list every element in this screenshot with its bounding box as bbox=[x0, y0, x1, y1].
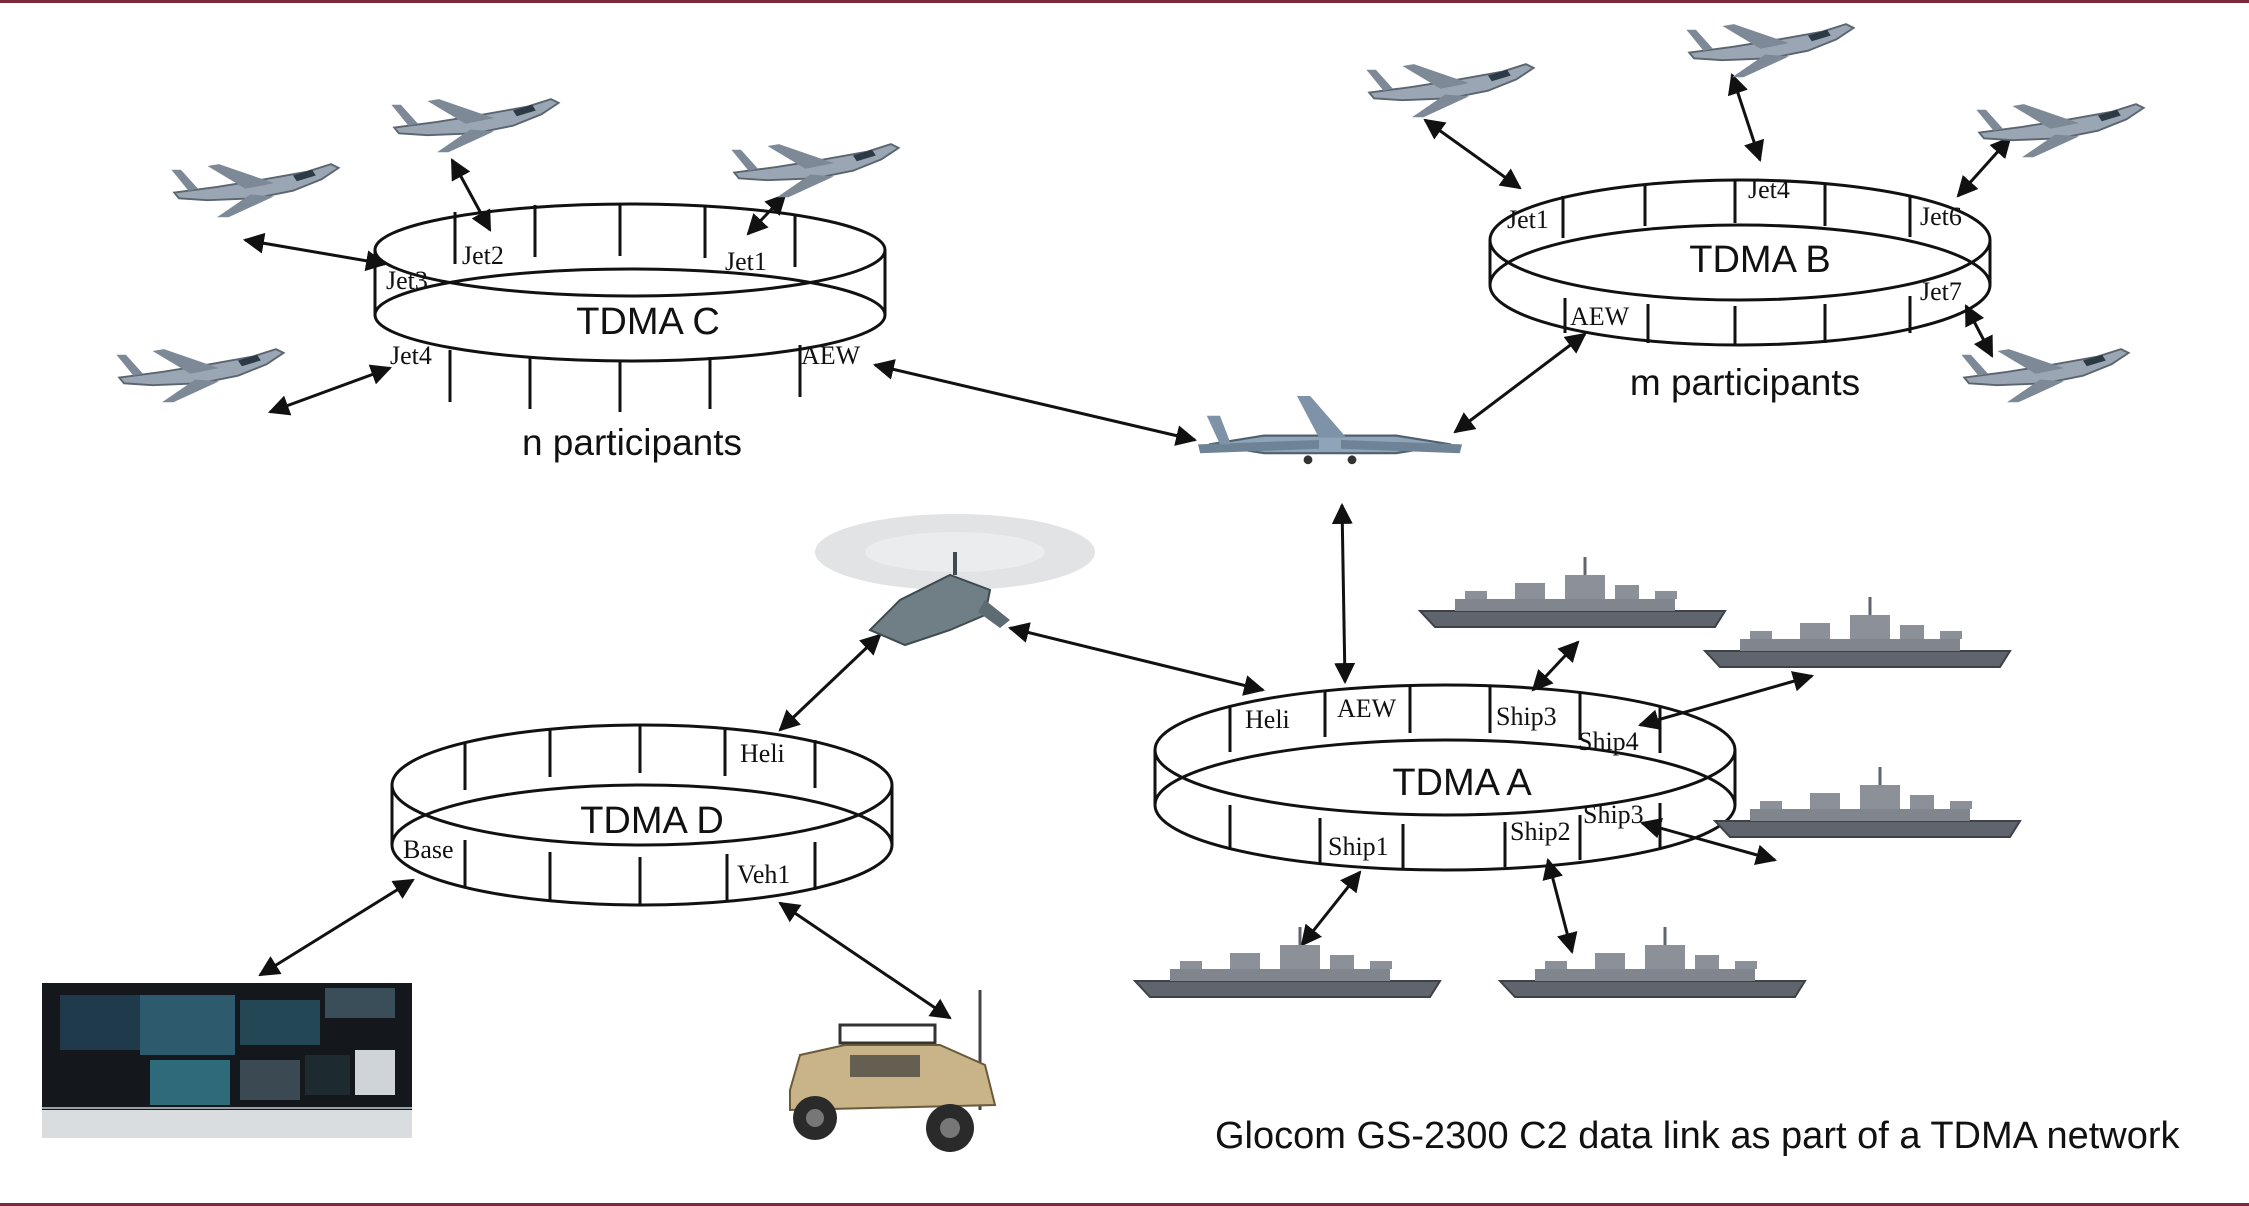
humvee-icon bbox=[789, 990, 997, 1152]
tdma-d-ring: TDMA D Heli Base Veh1 bbox=[390, 723, 894, 907]
tdma-c-slot-jet2: Jet2 bbox=[462, 241, 504, 270]
tdma-a-slot-ship1: Ship1 bbox=[1328, 832, 1389, 861]
tdma-a-slot-ship3-top: Ship3 bbox=[1496, 702, 1557, 731]
helicopter-icon bbox=[815, 514, 1095, 647]
tdma-a-slot-aew: AEW bbox=[1337, 694, 1397, 723]
link-arrows bbox=[242, 73, 2012, 1020]
tdma-a-slot-ship3-side: Ship3 bbox=[1583, 800, 1644, 829]
tdma-b-ring: TDMA B Jet1 Jet4 Jet6 AEW Jet7 m partici… bbox=[1488, 175, 1992, 403]
tdma-c-title: TDMA C bbox=[576, 301, 720, 343]
tdma-c-slot-jet4: Jet4 bbox=[390, 341, 432, 370]
tdma-b-slot-jet4: Jet4 bbox=[1748, 175, 1790, 204]
diagram-caption: Glocom GS-2300 C2 data link as part of a… bbox=[1215, 1115, 2181, 1157]
tdma-c-ring: TDMA C Jet3 Jet2 Jet1 Jet4 AEW n partici… bbox=[373, 202, 887, 463]
control-room-icon bbox=[42, 983, 412, 1138]
fighter-jet-icon bbox=[115, 348, 285, 404]
tdma-d-slot-heli: Heli bbox=[740, 739, 785, 768]
tdma-c-participants: n participants bbox=[522, 422, 742, 463]
tdma-d-slot-veh1: Veh1 bbox=[737, 860, 790, 889]
fighter-jet-icon bbox=[1960, 348, 2130, 404]
tdma-a-ring: TDMA A Heli AEW Ship3 Ship4 Ship3 Ship2 … bbox=[1153, 683, 1737, 872]
tdma-a-slot-heli: Heli bbox=[1245, 705, 1290, 734]
tdma-b-slot-jet1: Jet1 bbox=[1507, 205, 1549, 234]
aew-aircraft-icon bbox=[1196, 394, 1464, 466]
tdma-b-slot-jet7: Jet7 bbox=[1920, 277, 1962, 306]
warship-icon bbox=[1418, 555, 1727, 629]
tdma-d-title: TDMA D bbox=[580, 800, 724, 842]
tdma-a-slot-ship2: Ship2 bbox=[1510, 817, 1571, 846]
tdma-c-slot-jet1: Jet1 bbox=[725, 247, 767, 276]
fighter-jet-icon bbox=[170, 163, 340, 219]
tdma-a-slot-ship4: Ship4 bbox=[1578, 727, 1639, 756]
fighter-jet-icon bbox=[1685, 23, 1855, 79]
tdma-b-participants: m participants bbox=[1630, 362, 1860, 403]
fighter-jet-icon bbox=[390, 98, 560, 154]
tdma-c-slot-aew: AEW bbox=[801, 341, 861, 370]
tdma-c-slot-jet3: Jet3 bbox=[386, 266, 428, 295]
warship-icon bbox=[1703, 595, 2012, 669]
warship-icon bbox=[1713, 765, 2022, 839]
warship-icon bbox=[1133, 925, 1442, 999]
fighter-jet-icon bbox=[730, 143, 900, 199]
fighter-jet-icon bbox=[1365, 63, 1535, 119]
tdma-d-slot-base: Base bbox=[403, 835, 454, 864]
tdma-b-slot-aew: AEW bbox=[1570, 302, 1630, 331]
tdma-a-title: TDMA A bbox=[1392, 762, 1532, 804]
top-border bbox=[0, 0, 2249, 3]
warship-icon bbox=[1498, 925, 1807, 999]
tdma-b-title: TDMA B bbox=[1689, 239, 1830, 281]
bottom-border bbox=[0, 1203, 2249, 1206]
tdma-b-slot-jet6: Jet6 bbox=[1920, 202, 1962, 231]
